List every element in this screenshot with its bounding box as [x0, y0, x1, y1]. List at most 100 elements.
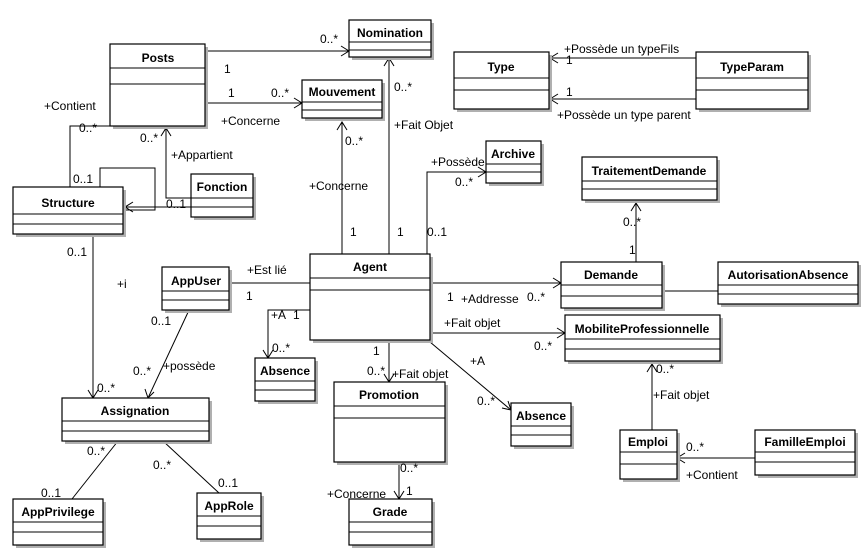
association-labels: 1 0..* 1 0..* +Concerne 0..* +Fait Objet…	[41, 32, 738, 501]
class-name-traitementdemande: TraitementDemande	[592, 164, 707, 178]
label-agent-nomination-role: +Fait Objet	[394, 118, 454, 132]
label-famille-emploi-mult: 0..*	[686, 440, 704, 454]
label-agent-mouvement-role: +Concerne	[309, 179, 368, 193]
class-absence-right[interactable]: Absence	[510, 402, 574, 449]
class-mouvement[interactable]: Mouvement	[301, 79, 385, 121]
label-appuser-agent-mult: 1	[246, 289, 253, 303]
class-type[interactable]: Type	[453, 51, 552, 112]
label-agent-promotion-mult-dst: 0..*	[367, 364, 385, 378]
class-autorisationabsence[interactable]: AutorisationAbsence	[717, 261, 861, 307]
label-assignation-privilege-mult-src: 0..*	[87, 444, 105, 458]
class-familleemploi[interactable]: FamilleEmploi	[754, 429, 858, 478]
label-agent-absence-mult-dst: 0..*	[272, 341, 290, 355]
class-name-posts: Posts	[142, 51, 175, 65]
label-structure-assignation-role: +i	[117, 277, 127, 291]
class-traitementdemande[interactable]: TraitementDemande	[581, 156, 720, 203]
label-assignation-role-mult-src: 0..*	[153, 458, 171, 472]
class-absence-left[interactable]: Absence	[254, 357, 318, 404]
label-appuser-assignation-mult-dst: 0..*	[133, 364, 151, 378]
label-agent-demande-mult-src: 1	[447, 290, 454, 304]
class-appuser[interactable]: AppUser	[161, 266, 232, 313]
label-structure-posts-role: +Contient	[44, 99, 96, 113]
label-structure-posts-mult-src: 0..1	[73, 172, 93, 186]
arrowhead-appuser-assignation	[144, 388, 155, 399]
label-assignation-role-mult-dst: 0..1	[218, 476, 238, 490]
label-agent-demande-role: +Addresse	[461, 292, 519, 306]
label-agent-absence2-mult-dst: 0..*	[477, 394, 495, 408]
label-agent-mouvement-mult-dst: 0..*	[345, 134, 363, 148]
label-agent-promotion-role: +Fait objet	[392, 367, 449, 381]
label-appuser-assignation-role: +possède	[163, 359, 216, 373]
label-emploi-mobilite-role: +Fait objet	[653, 388, 710, 402]
label-agent-absence2-role: +A	[470, 354, 485, 368]
class-promotion[interactable]: Promotion	[333, 381, 448, 465]
class-posts[interactable]: Posts	[109, 43, 208, 129]
class-appprivilege[interactable]: AppPrivilege	[12, 498, 106, 548]
class-mobilite[interactable]: MobiliteProfessionnelle	[564, 314, 723, 364]
class-name-promotion: Promotion	[359, 388, 419, 402]
class-name-nomination: Nomination	[357, 26, 423, 40]
label-agent-mouvement-mult-src: 1	[350, 225, 357, 239]
class-name-demande: Demande	[584, 268, 638, 282]
class-nomination[interactable]: Nomination	[348, 19, 434, 60]
label-posts-mouvement-mult-src: 1	[228, 86, 235, 100]
class-archive[interactable]: Archive	[485, 140, 544, 186]
class-name-fonction: Fonction	[197, 180, 248, 194]
label-agent-promotion-mult-src: 1	[373, 344, 380, 358]
class-fonction[interactable]: Fonction	[190, 173, 256, 220]
label-agent-absence-role: +A	[271, 308, 286, 322]
label-agent-nomination-mult-dst: 0..*	[394, 80, 412, 94]
label-agent-demande-mult-dst: 0..*	[527, 290, 545, 304]
edge-structure-posts	[69, 125, 110, 187]
class-name-typeparam: TypeParam	[720, 60, 784, 74]
edge-fonction-posts	[165, 128, 191, 199]
label-agent-archive-role: +Possède	[431, 155, 485, 169]
label-type-fils-role: +Possède un typeFils	[564, 42, 679, 56]
class-demande[interactable]: Demande	[560, 261, 665, 311]
class-name-type: Type	[487, 60, 514, 74]
class-name-familleemploi: FamilleEmploi	[764, 435, 845, 449]
label-fonction-posts-mult-dst: 0..*	[140, 131, 158, 145]
class-emploi[interactable]: Emploi	[619, 429, 680, 482]
label-posts-nomination-mult-dst: 0..*	[320, 32, 338, 46]
edge-assignation-privilege	[71, 440, 119, 500]
edge-agent-archive	[426, 171, 486, 254]
label-structure-posts-mult-dst: 0..*	[79, 121, 97, 135]
class-assignation[interactable]: Assignation	[61, 397, 212, 444]
class-name-archive: Archive	[491, 147, 535, 161]
label-fonction-structure-mult: 0..1	[166, 197, 186, 211]
edge-agent-absence-right	[429, 341, 512, 411]
label-appuser-assignation-mult-src: 0..1	[151, 314, 171, 328]
class-name-approle: AppRole	[204, 499, 254, 513]
edge-assignation-approle	[162, 440, 220, 494]
class-name-mobilite: MobiliteProfessionnelle	[575, 322, 710, 336]
associations	[69, 45, 755, 500]
class-typeparam[interactable]: TypeParam	[695, 51, 811, 112]
label-type-parent-mult: 1	[566, 85, 573, 99]
class-name-mouvement: Mouvement	[309, 85, 376, 99]
label-emploi-mobilite-mult: 0..*	[656, 362, 674, 376]
class-structure[interactable]: Structure	[12, 186, 126, 237]
label-fonction-posts-role: +Appartient	[171, 148, 233, 162]
label-agent-nomination-mult-src: 1	[397, 225, 404, 239]
label-agent-archive-mult-dst: 0..*	[455, 175, 473, 189]
class-grade[interactable]: Grade	[348, 498, 435, 548]
label-famille-emploi-role: +Contient	[686, 468, 738, 482]
label-demande-traitement-mult-dst: 0..*	[623, 215, 641, 229]
label-agent-absence-mult-src: 1	[293, 308, 300, 322]
label-structure-assignation-mult-src: 0..1	[67, 245, 87, 259]
class-approle[interactable]: AppRole	[196, 492, 264, 542]
label-appuser-agent-role: +Est lié	[247, 263, 287, 277]
edge-structure-self	[99, 167, 156, 211]
label-posts-mouvement-mult-dst: 0..*	[271, 86, 289, 100]
label-promotion-grade-role: +Concerne	[327, 487, 386, 501]
label-agent-mobilite-role: +Fait objet	[444, 316, 501, 330]
edge-appuser-assignation	[147, 307, 191, 399]
label-demande-traitement-mult-src: 1	[629, 243, 636, 257]
label-type-parent-role: +Possède un type parent	[557, 108, 691, 122]
class-agent[interactable]: Agent	[309, 253, 433, 343]
class-name-assignation: Assignation	[101, 404, 170, 418]
label-agent-archive-mult-src: 0..1	[427, 225, 447, 239]
class-name-emploi: Emploi	[628, 435, 668, 449]
